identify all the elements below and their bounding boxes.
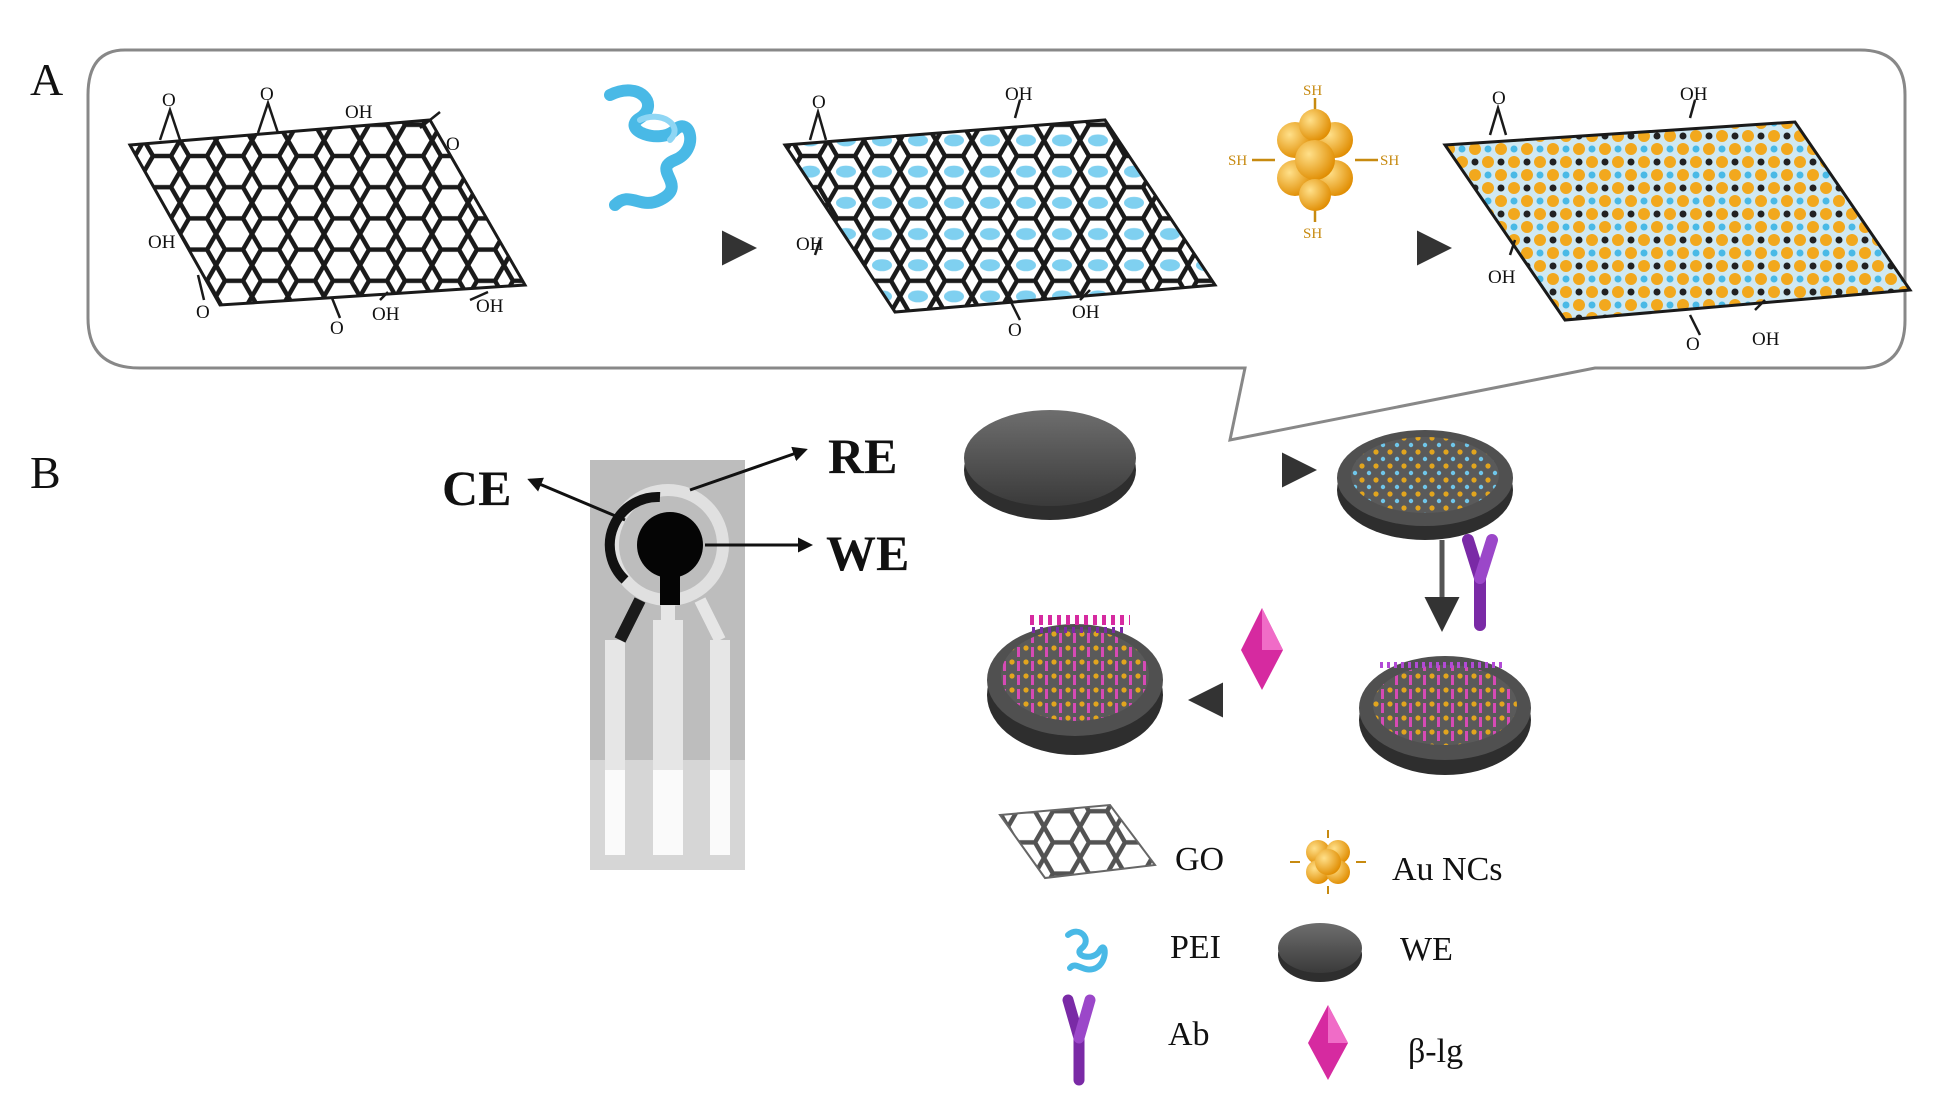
panel-label-a: A <box>30 54 63 105</box>
re-label: RE <box>828 428 897 484</box>
o-group-label: O <box>446 134 460 155</box>
modified-electrode-disc <box>1337 430 1513 540</box>
oh-group-label: OH <box>1680 84 1708 105</box>
gold-nanocluster-icon <box>1290 830 1366 894</box>
counter-electrode-arc <box>604 491 661 584</box>
sh-group-label: SH <box>1228 153 1247 169</box>
ce-label: CE <box>442 460 511 516</box>
go-pei-sheet: O OH OH O OH <box>782 84 1218 341</box>
legend-label: Ab <box>1168 1016 1210 1053</box>
au-nc-reagent-icon: SH SH SH SH <box>1228 83 1399 242</box>
beta-lg-diamond-icon <box>1308 1005 1348 1080</box>
pei-polymer-icon <box>1065 928 1108 973</box>
oh-group-label: OH <box>1005 84 1033 105</box>
oh-group-label: OH <box>345 102 373 123</box>
o-group-label: O <box>1686 334 1700 355</box>
graphene-oxide-icon <box>998 803 1157 880</box>
graphene-oxide-sheet: O O OH O OH O O OH OH <box>127 84 528 339</box>
antibody-icon <box>1462 534 1498 631</box>
oh-group-label: OH <box>476 296 504 317</box>
electrode-disc-icon <box>1278 923 1362 982</box>
panel-label-b: B <box>30 447 61 498</box>
re-pointer-arrow <box>689 446 808 492</box>
antigen-bound-electrode-disc <box>987 615 1163 755</box>
o-group-label: O <box>1492 88 1506 109</box>
legend-label: Au NCs <box>1392 851 1503 888</box>
screen-printed-electrode <box>590 460 745 870</box>
oh-group-label: OH <box>796 234 824 255</box>
pei-reagent-icon <box>604 84 697 211</box>
o-group-label: O <box>1008 320 1022 341</box>
legend-label: GO <box>1175 841 1224 878</box>
legend-label: β-lg <box>1408 1033 1463 1070</box>
beta-lg-diamond-icon <box>1241 608 1283 690</box>
legend: GO Au NCs PEI WE Ab <box>998 803 1503 1086</box>
o-group-label: O <box>330 318 344 339</box>
antibody-electrode-disc <box>1359 656 1531 775</box>
sh-group-label: SH <box>1303 226 1322 242</box>
oh-group-label: OH <box>148 232 176 253</box>
oh-group-label: OH <box>1072 302 1100 323</box>
ce-pointer-arrow <box>527 477 626 522</box>
o-group-label: O <box>162 90 176 111</box>
bare-electrode-disc <box>964 410 1136 520</box>
oh-group-label: OH <box>372 304 400 325</box>
sh-group-label: SH <box>1303 83 1322 99</box>
oh-group-label: OH <box>1488 267 1516 288</box>
au-nc-go-pei-sheet: O OH OH O OH <box>1442 84 1913 355</box>
o-group-label: O <box>196 302 210 323</box>
o-group-label: O <box>812 92 826 113</box>
antibody-icon <box>1062 994 1096 1086</box>
oh-group-label: OH <box>1752 329 1780 350</box>
working-electrode-disc <box>637 512 703 578</box>
we-label: WE <box>826 525 909 581</box>
legend-label: WE <box>1400 931 1453 968</box>
o-group-label: O <box>260 84 274 105</box>
sh-group-label: SH <box>1380 153 1399 169</box>
legend-label: PEI <box>1170 929 1221 966</box>
